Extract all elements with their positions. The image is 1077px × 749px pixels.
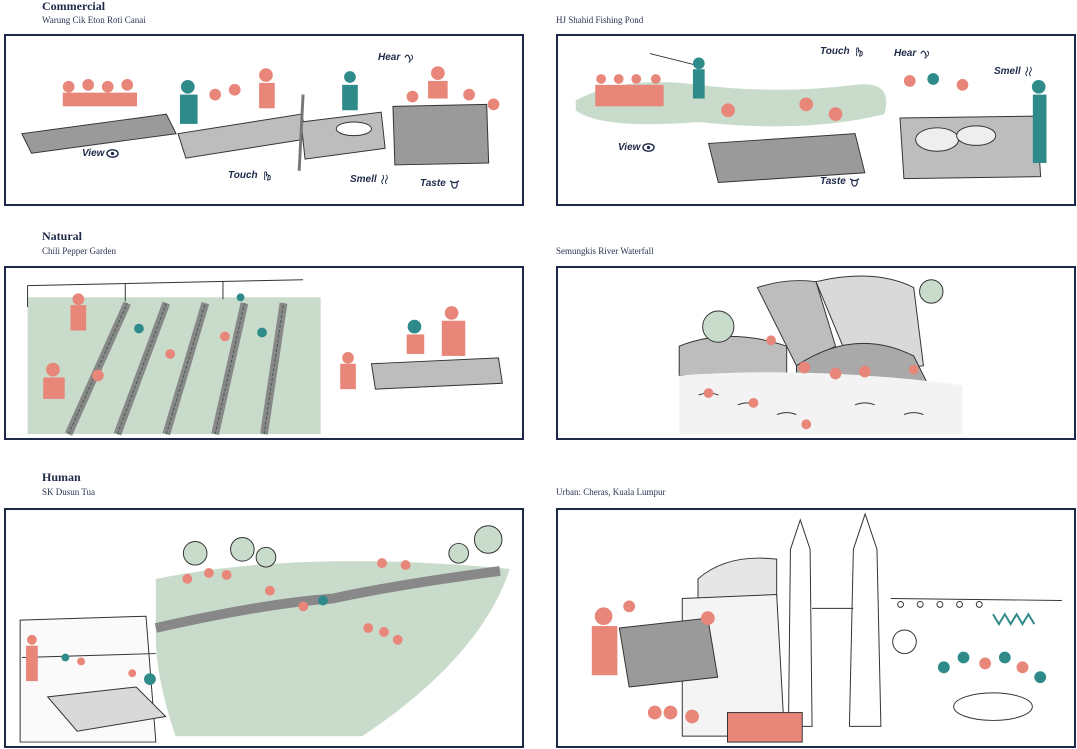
sense-view-label: View (82, 148, 120, 159)
sense-view-text-2: View (618, 142, 641, 153)
sense-touch-label-2: Touch (820, 46, 865, 57)
sound-icon (918, 48, 931, 59)
sense-touch-label: Touch (228, 170, 273, 181)
hand-icon (852, 46, 865, 57)
smell-icon (1023, 66, 1036, 77)
sense-smell-text: Smell (350, 174, 377, 185)
panel-warung: View Touch Hear Smell Taste (4, 34, 524, 206)
sense-smell-text-2: Smell (994, 66, 1021, 77)
caption-chili-garden: Chili Pepper Garden (42, 246, 116, 256)
caption-cheras: Urban: Cheras, Kuala Lumpur (556, 487, 666, 497)
tongue-icon (448, 178, 461, 189)
sense-smell-label-2: Smell (994, 66, 1036, 77)
eye-icon (642, 142, 656, 153)
chili-garden-illustration (27, 279, 503, 436)
sense-view-label-2: View (618, 142, 656, 153)
eye-icon (106, 148, 120, 159)
cheras-illustration (591, 512, 1062, 743)
panel-chili-garden (4, 266, 524, 440)
warung-illustration (21, 66, 500, 171)
panel-cheras (556, 508, 1076, 748)
smell-icon (379, 174, 392, 185)
sense-hear-text: Hear (378, 52, 401, 63)
panel-sk-dusun-tua (4, 508, 524, 748)
sense-taste-text-2: Taste (820, 176, 846, 187)
sound-icon (402, 52, 415, 63)
caption-warung: Warung Cik Eton Roti Canai (42, 15, 146, 25)
hand-icon (260, 170, 273, 181)
tongue-icon (848, 176, 861, 187)
sense-taste-text: Taste (420, 178, 446, 189)
sense-taste-label: Taste (420, 178, 461, 189)
school-illustration (19, 525, 510, 743)
panel-fishing-pond: View Touch Hear Smell Taste (556, 34, 1076, 206)
caption-fishing-pond: HJ Shahid Fishing Pond (556, 15, 644, 25)
fishing-pond-illustration (575, 53, 1047, 184)
sense-touch-text-2: Touch (820, 46, 850, 57)
section-heading-natural: Natural (42, 229, 82, 243)
section-heading-commercial: Commercial (42, 0, 106, 13)
waterfall-illustration (678, 275, 963, 435)
caption-waterfall: Semungkis River Waterfall (556, 246, 654, 256)
sense-hear-text-2: Hear (894, 48, 917, 59)
caption-sk-dusun-tua: SK Dusun Tua (42, 487, 96, 497)
sense-view-text: View (82, 148, 105, 159)
sense-hear-label-2: Hear (894, 48, 931, 59)
sense-taste-label-2: Taste (820, 176, 861, 187)
sense-touch-text: Touch (228, 170, 258, 181)
section-heading-human: Human (42, 470, 81, 484)
sense-smell-label: Smell (350, 174, 392, 185)
panel-waterfall (556, 266, 1076, 440)
sense-hear-label: Hear (378, 52, 415, 63)
